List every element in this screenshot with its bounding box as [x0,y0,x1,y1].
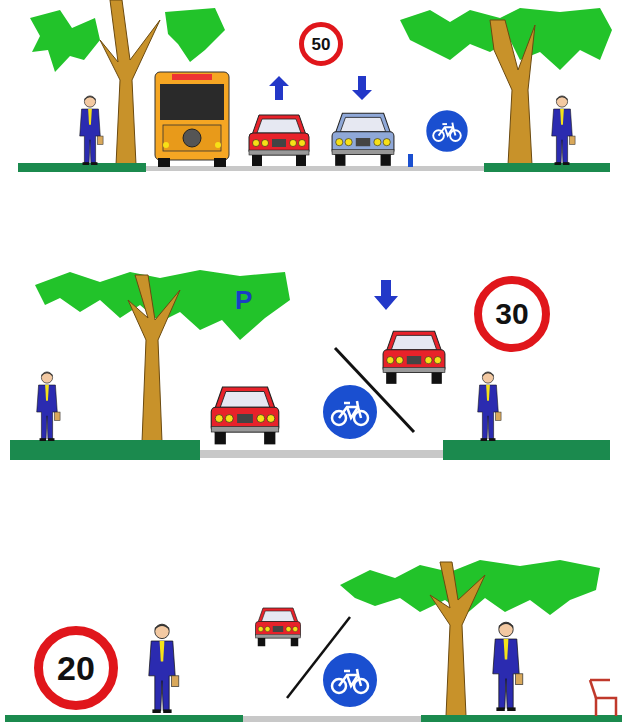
road [146,166,484,171]
street-section-2 [10,270,610,460]
direction-arrow [269,76,289,100]
bike-lane-sign [322,384,378,440]
direction-arrow [374,280,398,310]
bike-lane-sign [426,110,469,153]
tree-foliage [165,8,225,62]
sidewalk [10,440,200,460]
sidewalk [443,440,610,460]
pedestrian [37,372,60,441]
parking-label: P [235,287,252,313]
pedestrian [80,96,103,165]
speed-limit-sign: 50 [299,22,343,66]
tree-trunk [128,275,180,442]
bus [155,72,229,167]
sidewalk [484,163,610,172]
direction-arrow [352,76,372,100]
sidewalk [421,715,622,722]
car [332,113,394,166]
car [383,331,445,384]
road [243,716,421,722]
speed-value: 30 [495,299,528,329]
street-section-1 [18,0,612,172]
pedestrian [552,96,575,165]
pedestrian [493,622,523,711]
speed-limit-sign: 20 [34,626,118,710]
speed-limit-sign: 30 [474,276,550,352]
sidewalk [5,715,243,722]
parked-car [211,387,279,444]
car [249,115,309,166]
pedestrian [478,372,501,441]
tree-trunk [100,0,160,165]
tree-foliage [30,10,100,72]
tree-trunk [490,20,535,165]
road [200,450,443,458]
speed-value: 20 [57,651,95,685]
sidewalk [18,163,146,172]
pedestrian [149,624,179,713]
bike-lane-sign [322,652,378,708]
speed-value: 50 [312,36,331,53]
car [256,608,301,646]
bollard [408,154,413,167]
tree-trunk [430,562,485,716]
street-section-3 [5,560,622,722]
bench [590,680,616,716]
